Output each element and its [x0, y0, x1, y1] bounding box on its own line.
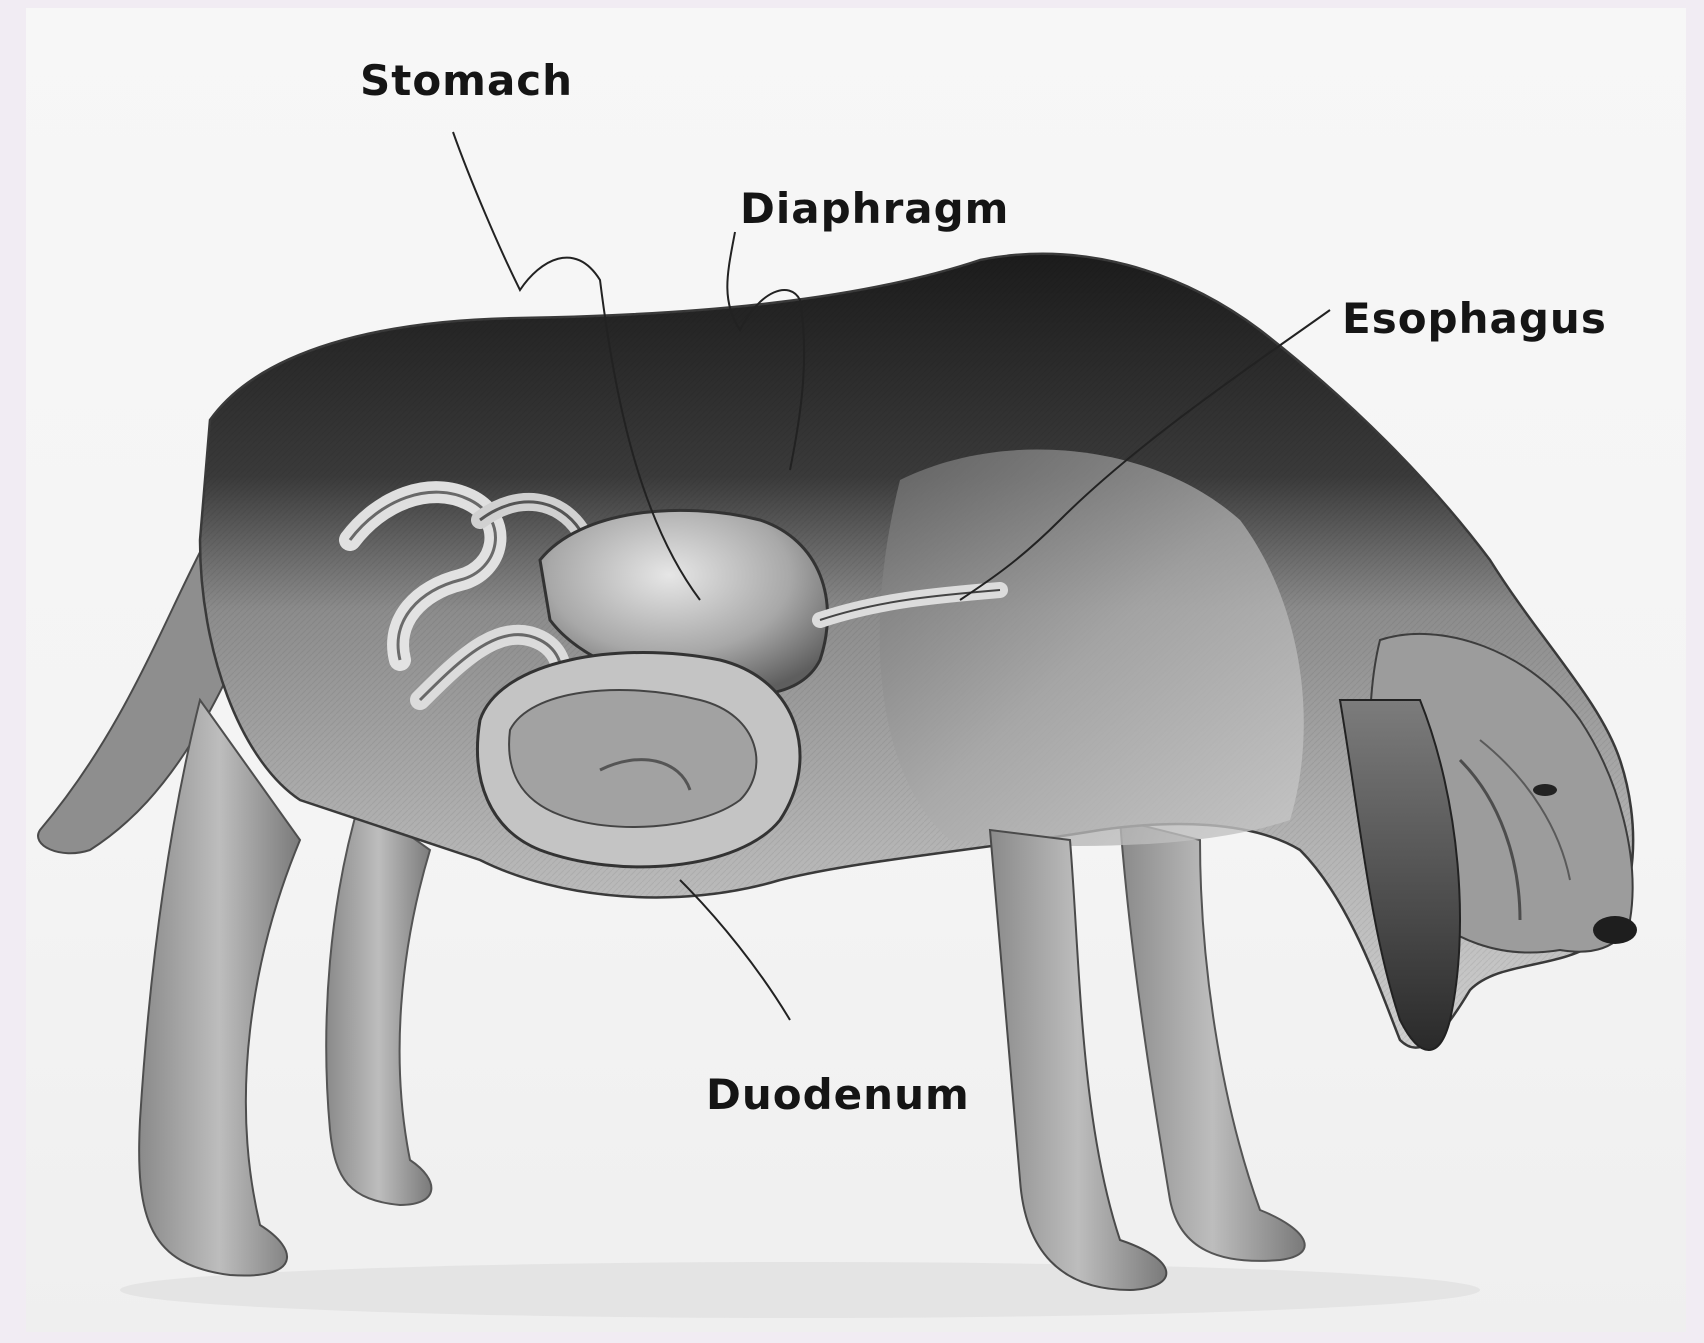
dog-eye [1533, 784, 1557, 796]
label-duodenum: Duodenum [706, 1074, 970, 1116]
dog-nose [1593, 916, 1637, 944]
label-stomach: Stomach [360, 60, 573, 102]
ground-shadow [120, 1262, 1480, 1318]
label-diaphragm: Diaphragm [740, 188, 1009, 230]
hind-leg-far [326, 800, 431, 1205]
hind-leg-near [139, 700, 300, 1276]
duodenum-leader-line [680, 880, 790, 1020]
front-leg-far [1120, 820, 1305, 1261]
label-esophagus: Esophagus [1342, 298, 1607, 340]
